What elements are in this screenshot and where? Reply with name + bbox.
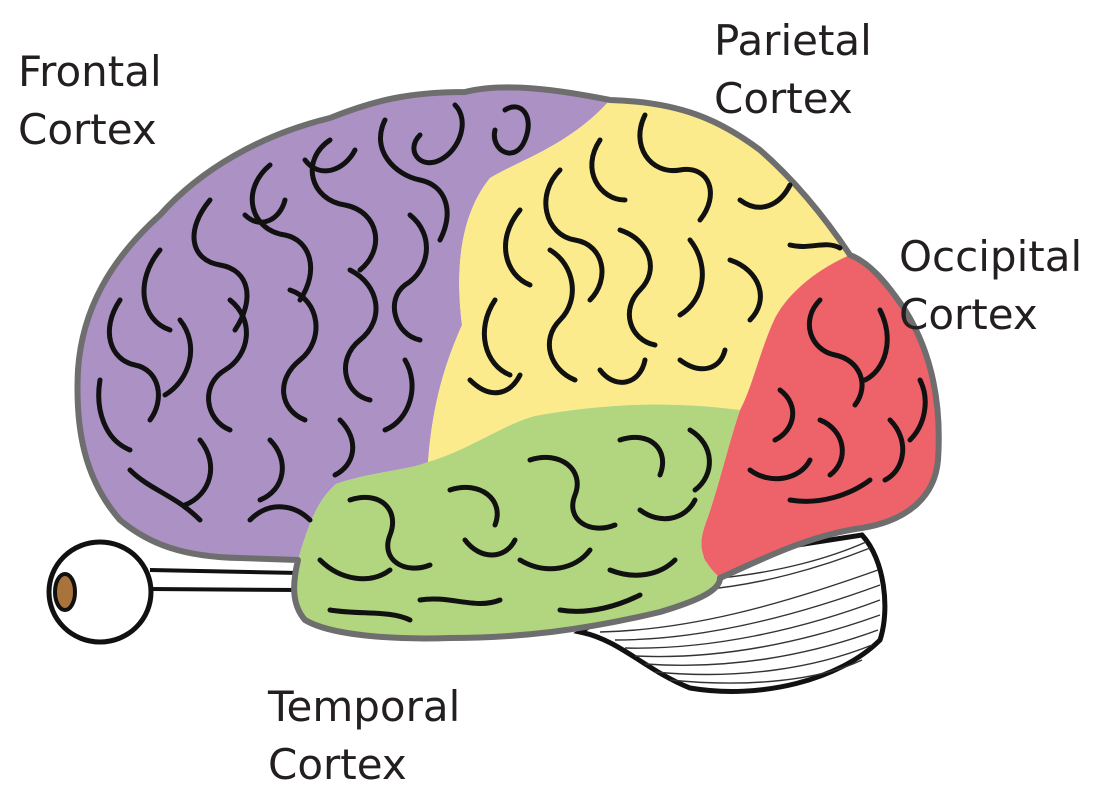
frontal-label-line1: Frontal bbox=[18, 47, 162, 96]
parietal-label-line2: Cortex bbox=[714, 74, 853, 123]
occipital-label-line2: Cortex bbox=[899, 290, 1038, 339]
occipital-label-line1: Occipital bbox=[899, 232, 1083, 281]
temporal-lobe-region bbox=[294, 404, 740, 639]
frontal-lobe-region bbox=[77, 87, 611, 561]
parietal-lobe-region bbox=[428, 100, 850, 462]
brain-outline bbox=[74, 84, 942, 642]
frontal-label-line2: Cortex bbox=[18, 105, 157, 154]
optic-nerve bbox=[149, 568, 301, 592]
occipital-lobe-region bbox=[701, 255, 939, 578]
parietal-label-line1: Parietal bbox=[714, 16, 872, 65]
parietal-cortex-label: Parietal Cortex bbox=[714, 12, 872, 128]
cerebellum bbox=[573, 532, 888, 694]
frontal-cortex-label: Frontal Cortex bbox=[18, 43, 162, 159]
temporal-cortex-label: Temporal Cortex bbox=[268, 678, 460, 794]
temporal-label-line2: Cortex bbox=[268, 740, 407, 789]
occipital-cortex-label: Occipital Cortex bbox=[899, 228, 1082, 344]
eye-icon bbox=[46, 539, 154, 645]
gyri-lines bbox=[96, 102, 928, 623]
temporal-label-line1: Temporal bbox=[268, 682, 461, 731]
